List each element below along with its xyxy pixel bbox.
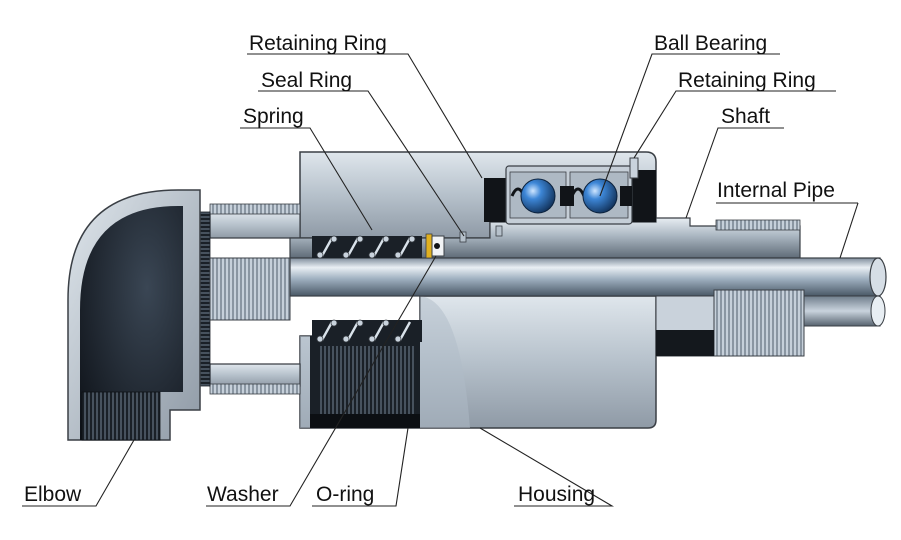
leader-spring	[240, 127, 373, 231]
seal-ring	[431, 235, 445, 257]
leader-seal-ring	[258, 90, 465, 237]
label-retaining-ring-left: Retaining Ring	[249, 32, 387, 55]
label-retaining-ring-right: Retaining Ring	[678, 69, 816, 92]
washer	[425, 233, 433, 259]
lower-chamber	[310, 336, 420, 428]
label-housing: Housing	[518, 483, 596, 506]
label-elbow: Elbow	[24, 483, 82, 506]
internal-pipe	[289, 257, 887, 357]
shaft-thread-left	[209, 257, 291, 321]
leader-washer	[206, 255, 437, 507]
label-spring: Spring	[243, 105, 304, 128]
leader-o-ring	[312, 427, 409, 507]
retaining-ring-right	[629, 157, 639, 179]
label-washer: Washer	[207, 483, 279, 506]
leader-housing	[479, 427, 615, 507]
leader-elbow	[22, 439, 135, 507]
ball-bearing	[505, 165, 633, 225]
leader-ball-bearing	[599, 53, 780, 197]
leader-shaft	[685, 127, 784, 219]
retaining-ring-left	[459, 225, 503, 243]
leader-internal-pipe	[839, 202, 859, 259]
leader-lines	[22, 53, 859, 507]
label-shaft: Shaft	[721, 105, 771, 128]
label-seal-ring: Seal Ring	[261, 69, 353, 92]
label-internal-pipe: Internal Pipe	[717, 179, 835, 202]
leader-retaining-ring-right	[633, 90, 836, 159]
label-o-ring: O-ring	[316, 483, 375, 506]
label-ball-bearing: Ball Bearing	[654, 32, 768, 55]
spring	[312, 235, 422, 343]
elbow	[67, 189, 201, 441]
leader-retaining-ring-left	[247, 53, 483, 179]
